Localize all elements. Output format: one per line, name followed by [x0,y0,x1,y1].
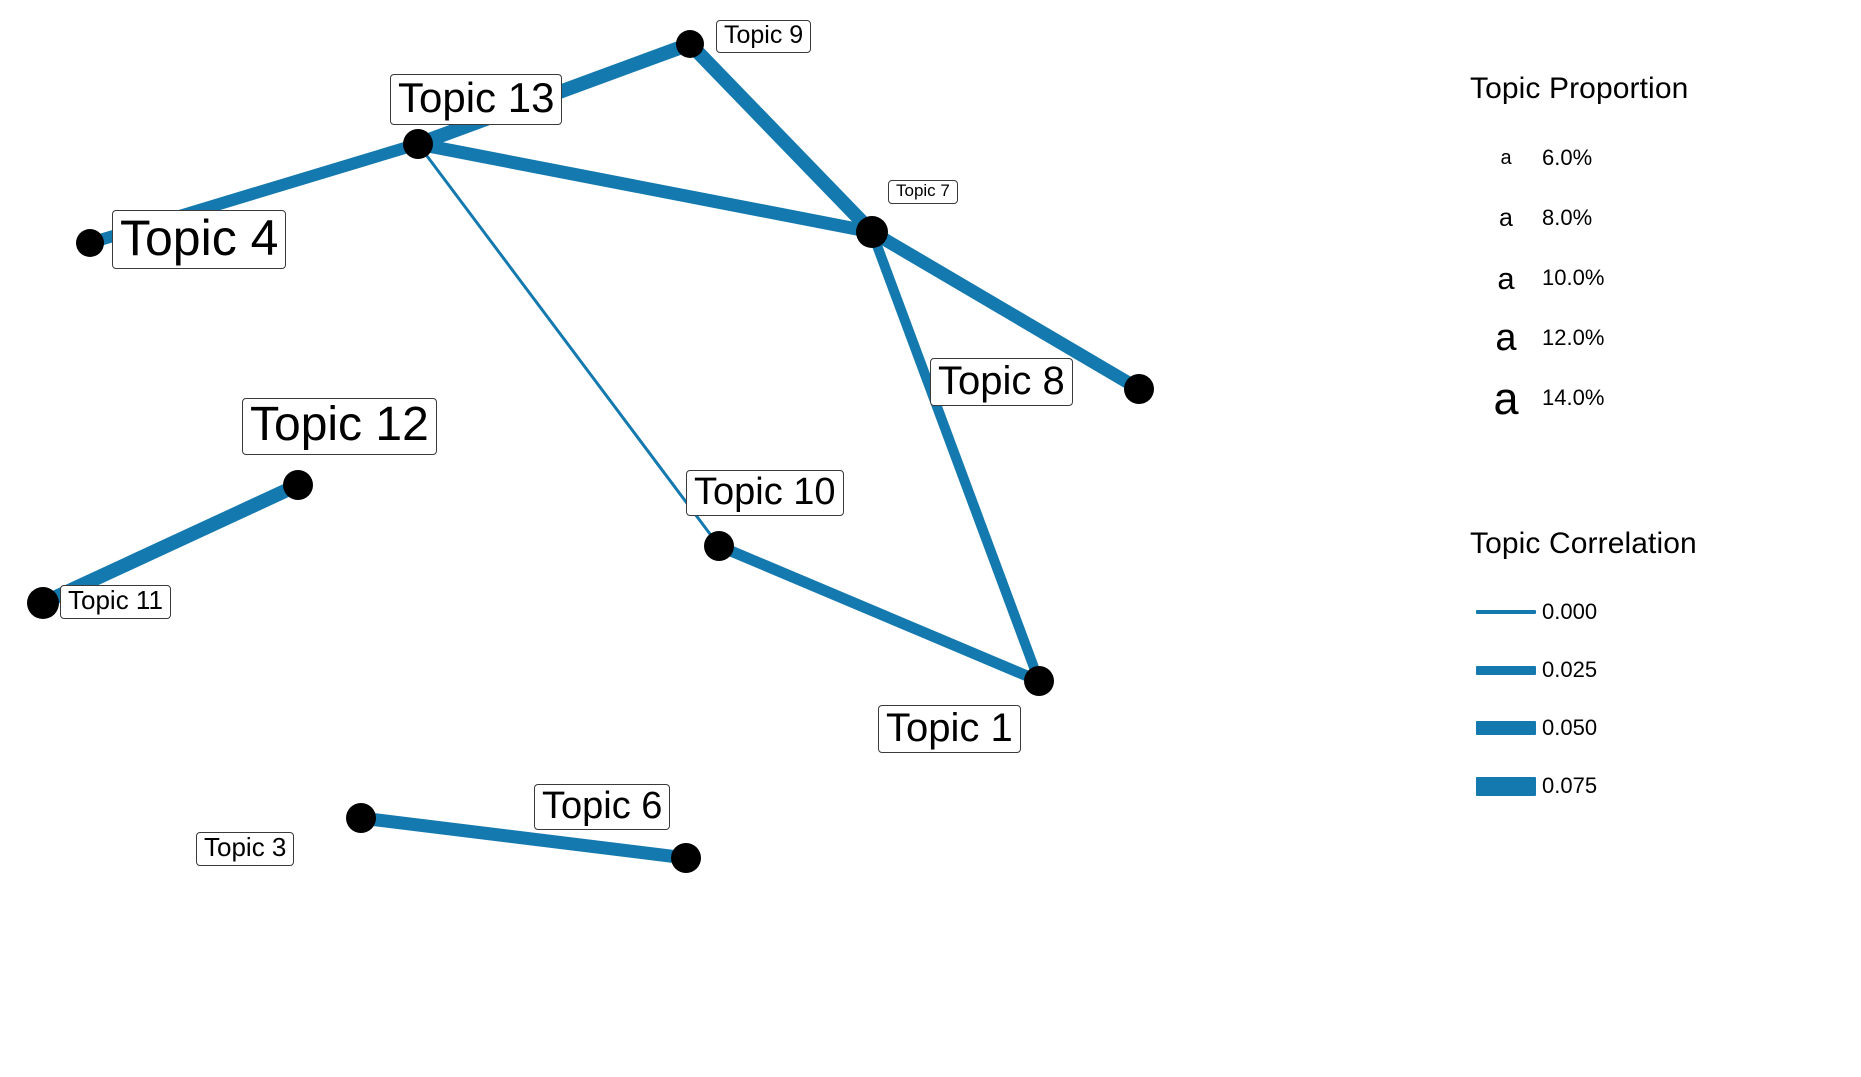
edge-layer [40,37,1143,865]
proportion-value-2: 10.0% [1542,265,1605,290]
legend-correlation-item: 0.000 [1470,583,1697,641]
node-point-t13[interactable] [403,129,433,159]
correlation-line-2 [1470,721,1542,735]
node-point-t6[interactable] [671,843,701,873]
node-point-t3[interactable] [346,803,376,833]
node-label-t8[interactable]: Topic 8 [930,358,1073,407]
proportion-value-3: 12.0% [1542,325,1605,350]
node-point-t9[interactable] [676,30,704,58]
legend-correlation-item: 0.025 [1470,641,1697,699]
legend-proportion-item: a 8.0% [1470,188,1688,248]
legend-proportion-item: a 10.0% [1470,248,1688,308]
legend-proportion-title: Topic Proportion [1470,72,1689,105]
legend-correlation: Topic Correlation 0.000 0.025 0.050 0.075 [1470,527,1697,815]
proportion-glyph-1: a [1499,203,1513,232]
correlation-value-3: 0.075 [1542,773,1598,798]
node-label-t13[interactable]: Topic 13 [390,74,563,125]
node-point-t10[interactable] [704,531,734,561]
node-label-t9[interactable]: Topic 9 [716,20,812,53]
proportion-glyph-3: a [1495,317,1517,359]
correlation-value-1: 0.025 [1542,657,1598,682]
proportion-glyph-4: a [1493,372,1519,424]
legend-correlation-item: 0.050 [1470,699,1697,757]
node-label-t4[interactable]: Topic 4 [112,210,287,269]
legend-correlation-items: 0.000 0.025 0.050 0.075 [1470,583,1697,815]
node-label-t12[interactable]: Topic 12 [242,398,437,455]
node-point-t11[interactable] [27,587,59,619]
proportion-glyph-2: a [1497,260,1515,296]
edge-t13-t7 [416,137,874,239]
correlation-line-1 [1470,665,1542,675]
legend-correlation-title: Topic Correlation [1470,527,1697,560]
node-point-t4[interactable] [76,229,104,257]
edge-t13-t10 [416,143,721,547]
edge-t9-t7 [684,39,878,237]
edge-t7-t1 [867,230,1044,683]
node-label-t11[interactable]: Topic 11 [60,585,171,619]
node-point-t1[interactable] [1024,666,1054,696]
correlation-line-3 [1470,776,1542,796]
proportion-value-0: 6.0% [1542,145,1593,170]
node-label-t6[interactable]: Topic 6 [534,784,671,831]
legend-proportion-item: a 14.0% [1470,368,1688,428]
correlation-line-0 [1470,610,1542,614]
legend-correlation-item: 0.075 [1470,757,1697,815]
proportion-value-1: 8.0% [1542,205,1593,230]
edge-t7-t8 [868,226,1143,395]
node-label-t3[interactable]: Topic 3 [196,832,295,866]
node-label-t1[interactable]: Topic 1 [878,705,1021,754]
legend-proportion-item: a 12.0% [1470,308,1688,368]
edge-t10-t1 [716,540,1042,687]
legend-proportion-item: a 6.0% [1470,128,1688,188]
node-point-t7[interactable] [856,216,888,248]
edge-t3-t6 [360,811,687,865]
proportion-glyph-0: a [1500,147,1512,169]
node-label-t10[interactable]: Topic 10 [686,470,844,517]
correlation-value-0: 0.000 [1542,599,1598,624]
node-label-t7[interactable]: Topic 7 [888,180,958,205]
proportion-value-4: 14.0% [1542,385,1605,410]
node-point-t12[interactable] [283,470,313,500]
node-point-t8[interactable] [1124,374,1154,404]
graph-canvas: Topic 13 Topic 9 Topic 4 Topic 7 Topic 8 Topi… [27,20,1154,873]
edge-t12-t11 [40,478,301,610]
correlation-value-2: 0.050 [1542,715,1598,740]
legend-proportion-items: a 6.0% a 8.0% a 10.0% a 12.0% a 14.0% [1470,128,1688,428]
